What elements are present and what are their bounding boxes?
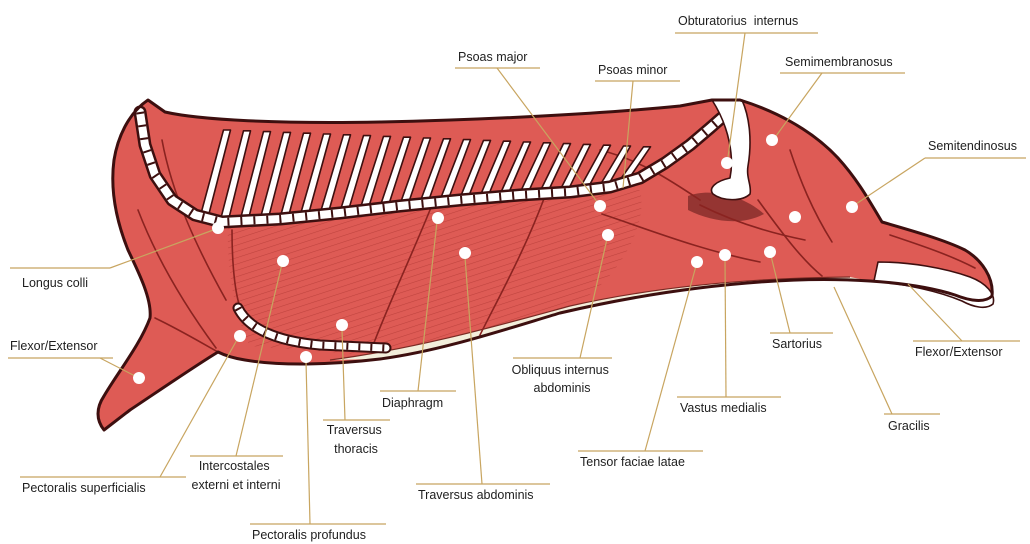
label-intercostales-line-2: externi et interni	[192, 478, 281, 492]
label-semimembranosus: Semimembranosus	[785, 55, 893, 69]
label-psoas-major: Psoas major	[458, 50, 527, 64]
label-obliquus-line-1: Obliquus internus	[512, 363, 609, 377]
label-obturatorius-internus: Obturatorius internus	[678, 14, 798, 28]
dot-pectoralis-profundus	[300, 351, 312, 363]
label-flexor-extensor-fore: Flexor/Extensor	[10, 339, 98, 353]
label-tensor-faciae-latae: Tensor faciae latae	[580, 455, 685, 469]
dot-vastus-medialis	[719, 249, 731, 261]
label-traversus-thoracis-line-2: thoracis	[334, 442, 378, 456]
dot-sartorius	[764, 246, 776, 258]
leader-pectoralis-profundus	[306, 361, 310, 524]
label-vastus-medialis: Vastus medialis	[680, 401, 767, 415]
label-semitendinosus: Semitendinosus	[928, 139, 1017, 153]
dot-obturatorius-internus	[721, 157, 733, 169]
dot-flexor-extensor-fore	[133, 372, 145, 384]
label-gracilis: Gracilis	[888, 419, 930, 433]
dot-semitendinosus	[846, 201, 858, 213]
dot-intercostales	[277, 255, 289, 267]
label-flexor-extensor-hind: Flexor/Extensor	[915, 345, 1003, 359]
leader-gracilis	[834, 287, 892, 414]
label-longus-colli: Longus colli	[22, 276, 88, 290]
label-obliquus-line-2: abdominis	[534, 381, 591, 395]
label-obliquus-internus-abdominis: Obliquus internus abdominis	[512, 363, 613, 395]
label-sartorius: Sartorius	[772, 337, 822, 351]
dot-hind-muscle	[789, 211, 801, 223]
label-intercostales-line-1: Intercostales	[199, 459, 270, 473]
dot-obliquus-internus-abdominis	[602, 229, 614, 241]
dot-traversus-thoracis	[336, 319, 348, 331]
label-intercostales: Intercostales externi et interni	[192, 459, 281, 492]
label-pectoralis-superficialis: Pectoralis superficialis	[22, 481, 146, 495]
label-pectoralis-profundus: Pectoralis profundus	[252, 528, 366, 542]
label-traversus-thoracis: Traversus thoracis	[327, 423, 386, 456]
dot-psoas-major	[594, 200, 606, 212]
dot-pectoralis-superficialis	[234, 330, 246, 342]
dot-tensor-faciae-latae	[691, 256, 703, 268]
label-traversus-thoracis-line-1: Traversus	[327, 423, 382, 437]
label-psoas-minor: Psoas minor	[598, 63, 667, 77]
label-traversus-abdominis: Traversus abdominis	[418, 488, 534, 502]
dot-diaphragm	[432, 212, 444, 224]
leader-semitendinosus	[856, 158, 925, 204]
dot-longus-colli	[212, 222, 224, 234]
dot-traversus-abdominis	[459, 247, 471, 259]
label-diaphragm: Diaphragm	[382, 396, 443, 410]
dot-semimembranosus	[766, 134, 778, 146]
